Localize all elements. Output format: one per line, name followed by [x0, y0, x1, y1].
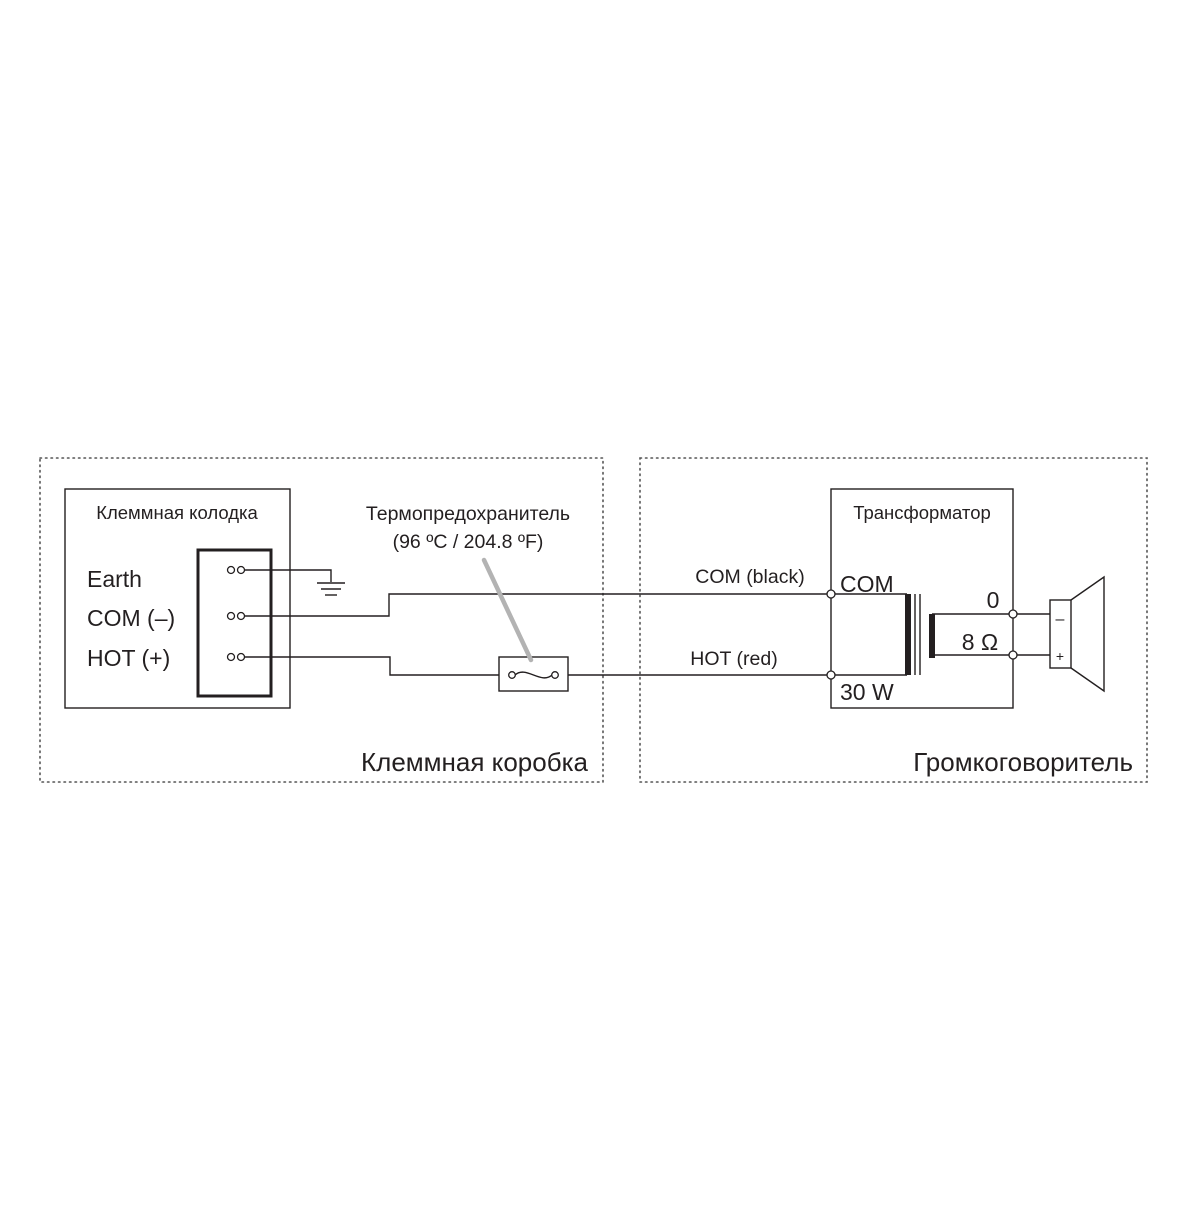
speaker-label: Громкоговоритель: [913, 747, 1133, 777]
secondary-impedance-label: 8 Ω: [962, 629, 998, 655]
secondary-impedance-terminal: [1008, 650, 1018, 660]
speaker-border: [639, 457, 1148, 783]
thermal-fuse-label: Термопредохранитель: [366, 503, 570, 525]
fuse-pointer-line: [481, 557, 534, 663]
transformer-tap-label: 30 W: [840, 679, 894, 705]
earth-wire: [245, 569, 345, 596]
loudspeaker-icon: – +: [1049, 575, 1105, 693]
transformer-label: Трансформатор: [853, 502, 991, 523]
terminal-label-com: COM (–): [87, 605, 175, 631]
secondary-zero-terminal: [1008, 609, 1018, 619]
transformer: Трансформатор COM 30 W 0 8 Ω: [826, 488, 1018, 709]
terminal-screw-hot: [226, 652, 246, 662]
terminal-box-border: [39, 457, 604, 783]
terminal-block-frame: [64, 488, 291, 709]
hot-wire-label: HOT (red): [690, 648, 777, 670]
terminal-screw-com: [226, 611, 246, 621]
secondary-zero-label: 0: [987, 587, 1000, 613]
com-wire: [245, 593, 831, 617]
thermal-fuse-rating: (96 ºC / 204.8 ºF): [393, 531, 544, 553]
speaker-region: Громкоговоритель: [639, 457, 1148, 783]
com-wire-label: COM (black): [695, 566, 804, 588]
primary-hot-terminal: [826, 670, 836, 680]
ground-icon: [317, 582, 345, 596]
terminal-box-region: Клеммная коробка: [39, 457, 604, 783]
terminal-box-label: Клеммная коробка: [361, 747, 589, 777]
transformer-com-label: COM: [840, 571, 894, 597]
terminal-label-hot: HOT (+): [87, 645, 170, 671]
terminal-screw-earth: [226, 565, 246, 575]
terminal-block: Клеммная колодка Earth COM (–) HOT (+): [64, 488, 291, 709]
hot-wire-left: [245, 656, 499, 676]
terminal-strip: [196, 548, 273, 698]
terminal-label-earth: Earth: [87, 566, 142, 592]
primary-com-terminal: [826, 589, 836, 599]
speaker-plus-sign: +: [1056, 648, 1064, 664]
speaker-minus-sign: –: [1056, 611, 1065, 628]
thermal-fuse: [498, 656, 569, 692]
terminal-block-label: Клеммная колодка: [96, 502, 258, 523]
transformer-icon: [905, 594, 935, 675]
thermal-fuse-icon: [498, 656, 569, 692]
